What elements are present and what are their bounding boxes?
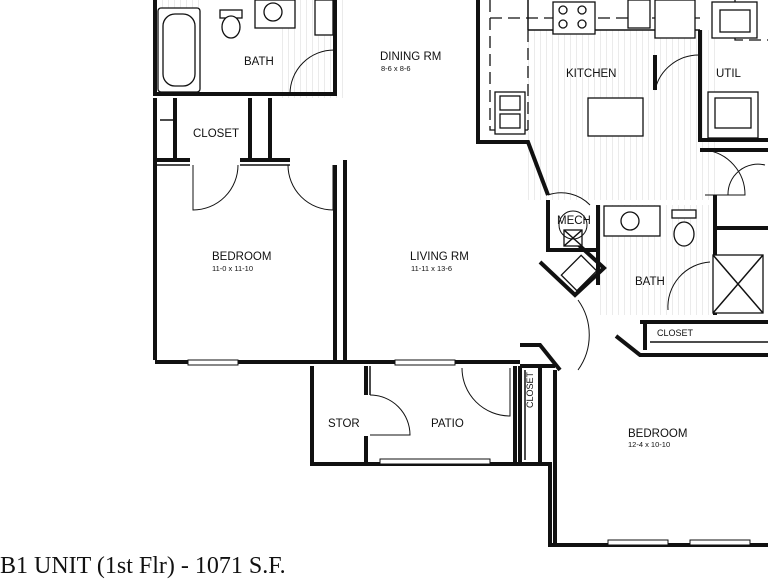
room-label-closet-vertical: CLOSET	[525, 371, 535, 408]
walls	[153, 0, 768, 547]
room-label-kitchen: KITCHEN	[566, 68, 616, 80]
room-label-mech: MECH	[557, 215, 591, 227]
room-dims-dining: 8-6 x 8-6	[381, 64, 411, 73]
room-dims-bedroom-left: 11-0 x 11-10	[212, 264, 253, 273]
room-label-living: LIVING RM	[410, 251, 469, 263]
door-swings	[192, 49, 766, 436]
room-dims-living: 11-11 x 13-6	[411, 264, 452, 273]
room-label-bedroom-right: BEDROOM	[628, 428, 687, 440]
room-label-bedroom-left: BEDROOM	[212, 251, 271, 263]
closet-shelves	[160, 119, 768, 460]
room-dims-bedroom-right: 12-4 x 10-10	[628, 440, 670, 449]
room-label-closet-main: CLOSET	[193, 128, 239, 140]
room-label-bath-main: BATH	[244, 56, 274, 68]
room-label-dining: DINING RM	[380, 51, 441, 63]
room-label-bath-second: BATH	[635, 276, 665, 288]
fixtures	[157, 0, 764, 314]
unit-caption: B1 UNIT (1st Flr) - 1071 S.F.	[0, 553, 286, 579]
room-label-util: UTIL	[716, 68, 742, 80]
room-label-patio: PATIO	[431, 418, 464, 430]
windows	[187, 359, 751, 546]
room-label-closet-second: CLOSET	[657, 328, 694, 338]
room-label-stor: STOR	[328, 418, 360, 430]
